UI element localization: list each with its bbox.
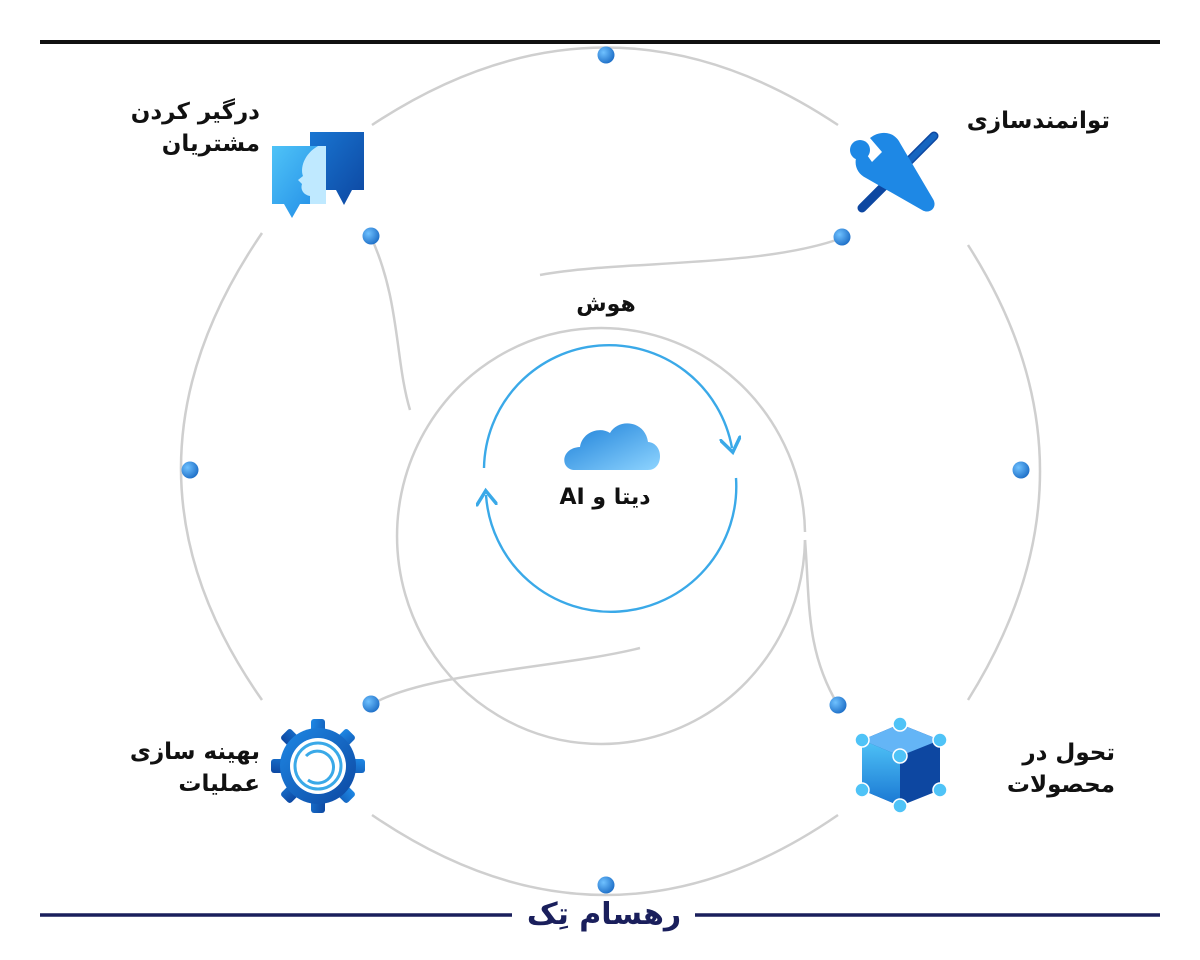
cycle-arrows [482,343,738,613]
ring-nodes [181,46,1030,894]
cycle-arrow-top [482,343,732,469]
label-operations: بهینه سازی عملیات [100,736,260,800]
node-inner-bottom-right [829,696,847,714]
gear-icon [271,719,365,813]
swoop-bottom-right [803,539,840,706]
brand-logo: رهسام تِک [526,897,682,932]
label-customers-line2: مشتریان [161,131,260,157]
inner-circle [395,326,807,746]
node-right [1012,461,1030,479]
label-products-line2: محصولات [1006,772,1115,798]
outer-arc-right [966,244,1042,701]
label-data-ai: دیتا و AI [559,485,651,510]
cloud-icon [564,423,660,470]
outer-ring [179,46,1042,897]
node-bottom [597,876,615,894]
chat-bubbles-icon [272,132,364,218]
cube-icon [854,716,948,814]
label-products: تحول در محصولات [965,737,1115,801]
label-products-line1: تحول در [1022,740,1115,766]
cycle-arrow-bottom [486,477,738,613]
label-customers-line1: درگیر کردن [130,99,260,125]
label-operations-line1: بهینه سازی [129,739,260,765]
node-inner-top-right [833,228,851,246]
node-top [597,46,615,64]
label-intelligence: هوش [576,292,636,317]
swoop-top-right [539,236,843,277]
systems-label: سیستم و تجربیات [0,0,16,8]
label-empower-line1: توانمندسازی [966,108,1110,134]
inner-ring [369,236,843,746]
tools-icon [850,131,939,213]
outer-arc-bottom [371,813,839,897]
systems-label-path: سیستم و تجربیات [0,0,16,8]
label-customers: درگیر کردن مشتریان [110,96,260,160]
node-inner-top-left [362,227,380,245]
node-left [181,461,199,479]
label-operations-line2: عملیات [178,771,260,797]
swoop-top-left [369,236,412,411]
swoop-bottom-left [371,646,641,706]
node-inner-bottom-left [362,695,380,713]
outer-arc-left [179,232,264,701]
label-empower: توانمندسازی [950,105,1110,137]
